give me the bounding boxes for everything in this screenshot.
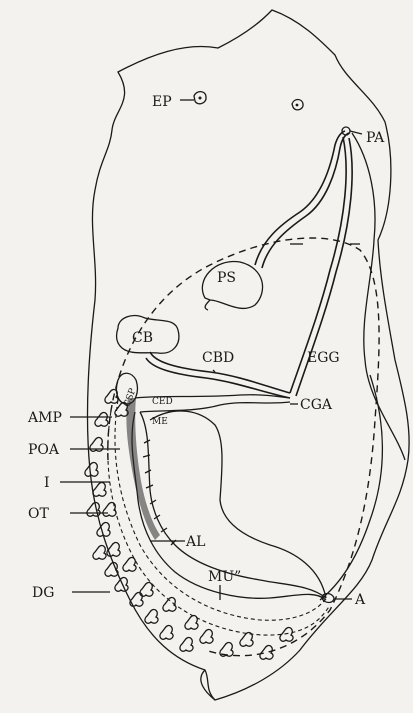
ps-tip <box>205 300 210 310</box>
label-al: AL <box>185 534 205 550</box>
label-ep: EP <box>152 94 172 110</box>
dorsal-spot-dot <box>296 104 299 107</box>
label-pa: PA <box>366 130 385 146</box>
right-lobe-outline <box>352 133 405 460</box>
digestive-gland-lobules <box>85 389 293 659</box>
label-ot: OT <box>28 506 49 522</box>
label-ced: CED <box>152 397 173 407</box>
label-amp: AMP <box>27 410 62 426</box>
label-cbd: CBD <box>202 350 234 366</box>
label-i: I <box>44 475 50 491</box>
label-poa: POA <box>28 442 60 458</box>
label-a: A <box>354 592 366 608</box>
label-cb: CB <box>132 330 153 346</box>
villi <box>143 440 176 545</box>
ep-dot <box>199 97 202 100</box>
label-mu: MU” <box>208 569 241 585</box>
label-cga: CGA <box>300 397 333 413</box>
label-me: ME <box>152 417 168 427</box>
label-egg: EGG <box>307 350 340 366</box>
label-dg: DG <box>32 585 54 601</box>
pa-duct <box>255 131 345 265</box>
label-ps: PS <box>217 270 236 286</box>
